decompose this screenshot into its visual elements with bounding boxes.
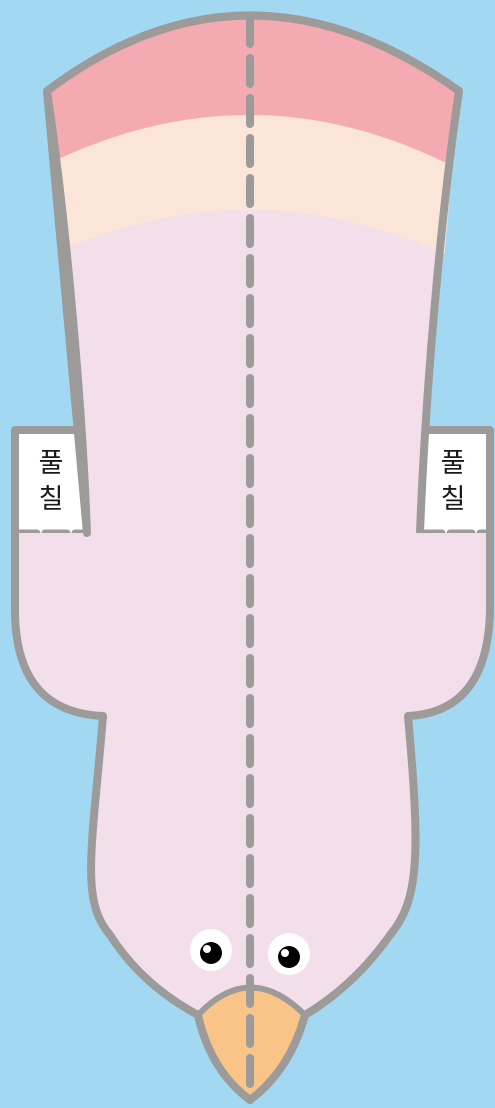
glue-tab-left-line1: 풀 [39,448,64,479]
glue-tab-right-line1: 풀 [441,448,466,479]
glue-tab-left-line2: 칠 [39,484,64,515]
eye-right [268,933,310,975]
eye-left [190,929,232,971]
glue-tab-right-line2: 칠 [441,484,466,515]
body-outline [11,11,494,1104]
glue-tab-right: 풀 칠 [416,426,494,537]
